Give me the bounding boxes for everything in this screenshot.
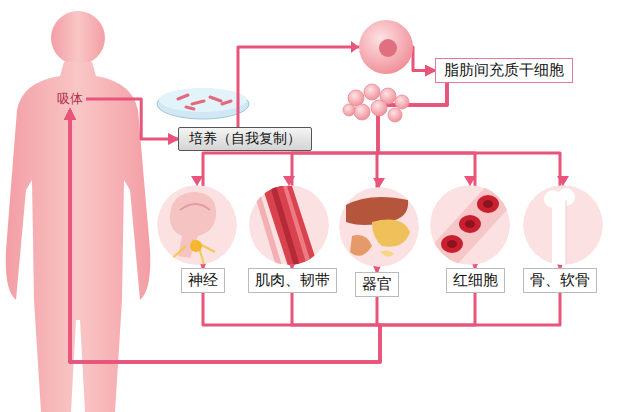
node-text: 肌肉、韧带 <box>255 271 330 290</box>
culture-box: 培养（自我复制） <box>178 127 312 151</box>
node-text: 脂肪间充质干细胞 <box>444 61 564 80</box>
node-text: 培养（自我复制） <box>189 130 301 148</box>
cultured-cells <box>178 95 231 109</box>
arrow-tips <box>191 176 569 188</box>
muscle-picture <box>249 185 329 266</box>
body-label: 吸体 <box>54 88 86 110</box>
tissue-label: 红细胞 <box>446 268 505 293</box>
tissue-label: 骨、软骨 <box>523 268 597 293</box>
cell-label-box: 脂肪间充质干细胞 <box>435 58 573 83</box>
tissue-label: 器官 <box>355 272 399 297</box>
arrow-tip <box>351 41 359 53</box>
head <box>51 11 105 65</box>
flow-arrow <box>70 110 560 362</box>
node-text: 器官 <box>362 275 392 294</box>
tissue-label: 神经 <box>181 268 225 293</box>
flow-arrow <box>70 110 380 362</box>
tissue-label: 肌肉、韧带 <box>248 268 337 293</box>
flow-arrow <box>70 110 380 362</box>
node-text: 红细胞 <box>453 271 498 290</box>
flow-arrow <box>86 99 178 139</box>
cell-cluster <box>343 84 409 122</box>
body-silhouette <box>6 62 151 412</box>
bone-picture <box>523 185 603 268</box>
node-text: 吸体 <box>57 90 83 108</box>
nerve-picture <box>157 185 237 268</box>
node-text: 骨、软骨 <box>530 271 590 290</box>
culture-dish <box>157 89 249 119</box>
flow-arrow <box>70 110 380 362</box>
node-text: 神经 <box>188 271 218 290</box>
cell-nucleus <box>379 39 397 57</box>
culture-dish-inner <box>159 88 247 112</box>
organ-picture <box>339 187 419 267</box>
flow-arrow <box>203 83 447 268</box>
red-cell-picture <box>428 182 516 268</box>
stem-cell <box>359 20 413 74</box>
